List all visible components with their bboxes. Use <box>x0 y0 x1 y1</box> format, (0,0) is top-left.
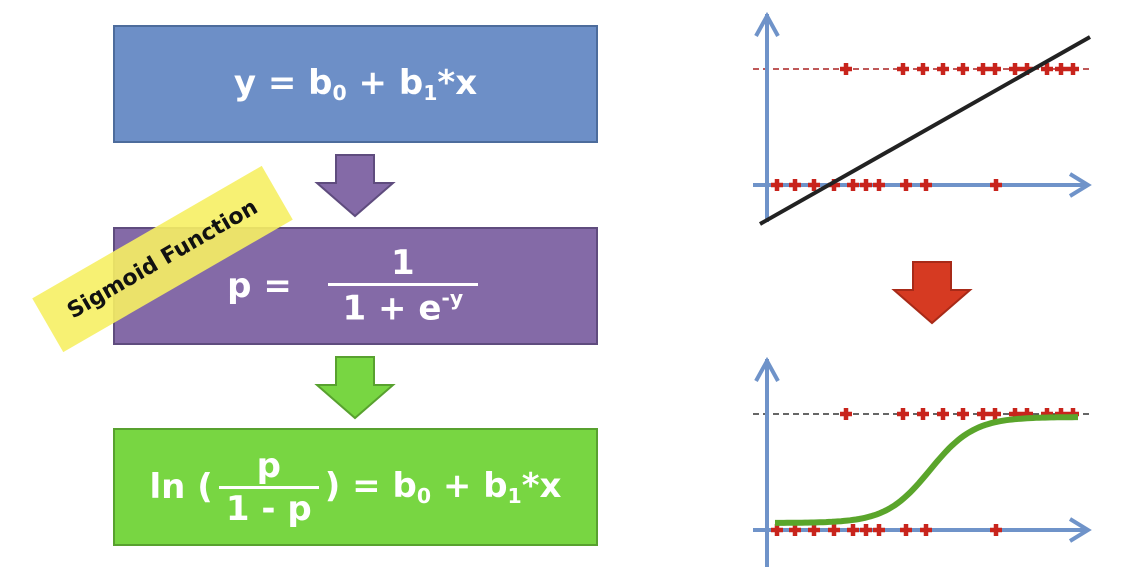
linear-equation: y = b0 + b1*x <box>233 62 478 106</box>
data-point <box>1009 63 1021 75</box>
y-axis-arrowhead <box>754 11 780 37</box>
data-point <box>840 63 852 75</box>
down-arrow-red <box>891 261 973 325</box>
sigmoid-fit-plot <box>753 356 1092 567</box>
data-point <box>847 524 859 536</box>
data-point <box>937 63 949 75</box>
data-point <box>789 179 801 191</box>
data-point <box>900 524 912 536</box>
data-point <box>808 524 820 536</box>
linear-fit-plot <box>753 11 1092 226</box>
x-axis-arrowhead <box>1068 517 1092 543</box>
data-point <box>873 524 885 536</box>
data-point <box>771 179 783 191</box>
sigmoid-curve <box>775 414 1078 526</box>
data-point <box>990 179 1002 191</box>
data-point <box>920 179 932 191</box>
data-point <box>917 408 929 420</box>
data-point <box>847 179 859 191</box>
data-point <box>990 524 1002 536</box>
data-point <box>1055 63 1067 75</box>
data-point <box>920 524 932 536</box>
x-axis-arrowhead <box>1068 172 1092 198</box>
data-point <box>771 524 783 536</box>
data-point <box>860 524 872 536</box>
data-point <box>828 524 840 536</box>
data-point <box>989 408 1001 420</box>
data-point <box>860 179 872 191</box>
data-point <box>937 408 949 420</box>
down-arrow-purple <box>314 154 396 218</box>
linear-equation-box: y = b0 + b1*x <box>113 25 598 143</box>
data-point <box>900 179 912 191</box>
data-point <box>1067 63 1079 75</box>
down-arrow-green <box>314 356 396 420</box>
y-axis-arrowhead <box>754 356 780 382</box>
data-point <box>917 63 929 75</box>
data-point <box>957 63 969 75</box>
data-point <box>897 408 909 420</box>
data-point <box>897 63 909 75</box>
data-point <box>808 179 820 191</box>
data-point <box>977 63 989 75</box>
data-point <box>1041 63 1053 75</box>
data-point <box>989 63 1001 75</box>
linear-fit-line <box>759 35 1091 226</box>
data-point <box>789 524 801 536</box>
data-point <box>957 408 969 420</box>
data-point <box>840 408 852 420</box>
data-point <box>873 179 885 191</box>
data-point <box>977 408 989 420</box>
